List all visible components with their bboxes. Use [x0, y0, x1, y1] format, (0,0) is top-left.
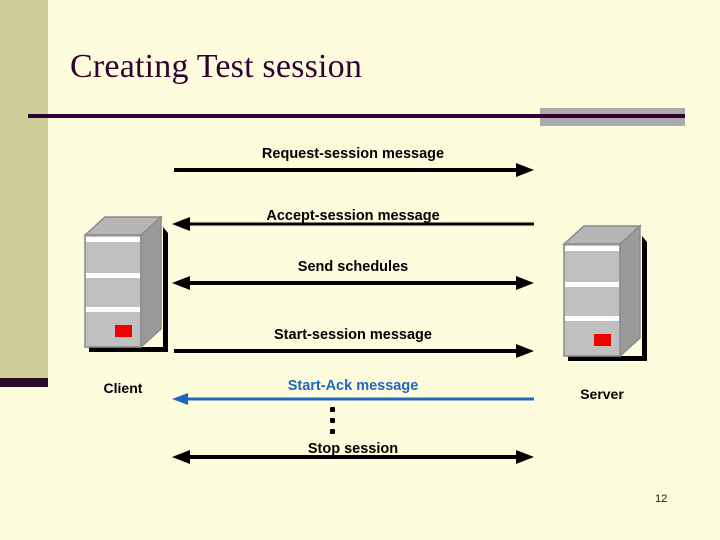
client-tower-icon [77, 213, 169, 353]
message-label-start-ack: Start-Ack message [287, 378, 419, 394]
server-label: Server [580, 386, 624, 402]
page-number: 12 [655, 493, 668, 505]
message-arrow-accept-session [172, 216, 534, 232]
message-label-stop-session: Stop session [307, 441, 399, 457]
left-decorative-band [0, 0, 48, 378]
message-arrow-request-session [172, 162, 534, 178]
client-label: Client [103, 380, 143, 396]
title-divider-rule [28, 114, 685, 118]
message-arrow-send-schedules [172, 275, 534, 291]
server-tower-icon [556, 222, 648, 362]
message-label-accept-session: Accept-session message [266, 208, 440, 224]
message-label-send-schedules: Send schedules [297, 259, 409, 275]
left-band-accent-bar [0, 378, 48, 387]
ellipsis-dot [330, 418, 335, 423]
message-arrow-stop-session [172, 449, 534, 465]
message-arrow-start-session [172, 343, 534, 359]
ellipsis-dot [330, 407, 335, 412]
continuation-ellipsis-icon [330, 407, 338, 435]
page-title: Creating Test session [70, 48, 363, 85]
ellipsis-dot [330, 429, 335, 434]
message-arrow-start-ack [172, 391, 534, 407]
message-label-start-session: Start-session message [274, 327, 432, 343]
message-label-request-session: Request-session message [261, 146, 445, 162]
